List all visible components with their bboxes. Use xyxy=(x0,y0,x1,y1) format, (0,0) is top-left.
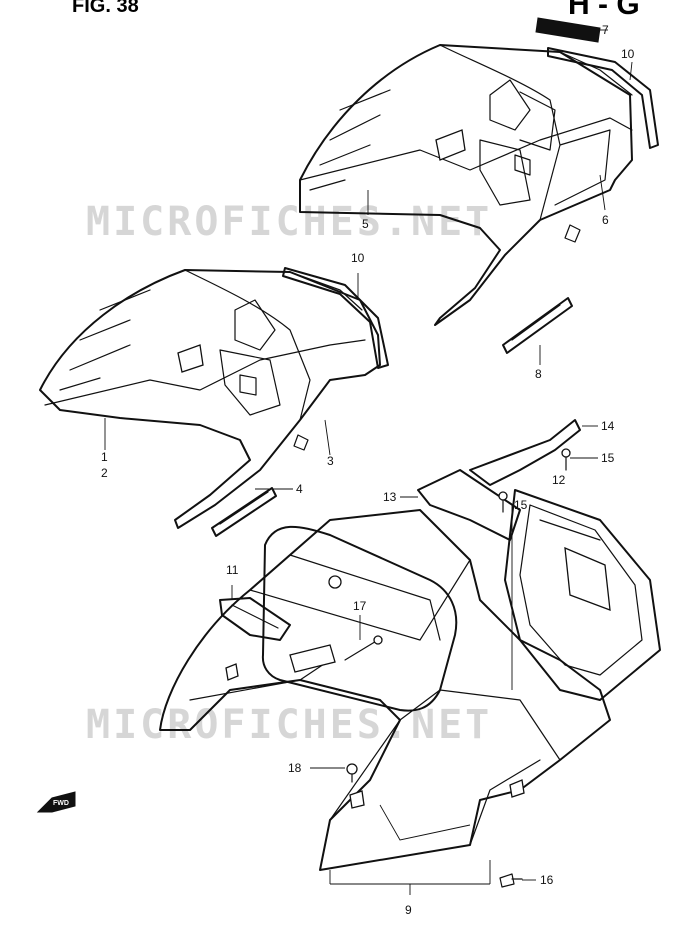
trim-strip-upper xyxy=(547,47,659,149)
seat-tail-cover-upper xyxy=(299,44,633,326)
callout-2: 2 xyxy=(101,466,108,480)
callout-13: 13 xyxy=(383,490,397,504)
emblem-7 xyxy=(535,17,601,43)
callout-11: 11 xyxy=(226,563,239,577)
corner-mark: H - G xyxy=(568,0,640,21)
callout-18: 18 xyxy=(288,761,302,775)
callout-17: 17 xyxy=(353,599,367,613)
callout-6: 6 xyxy=(602,213,609,227)
screw-16 xyxy=(499,873,523,888)
bracket-14 xyxy=(469,419,581,486)
screw-18 xyxy=(346,763,358,783)
callout-15-center: 15 xyxy=(514,498,528,512)
watermark-top: MICROFICHES.NET xyxy=(86,199,492,245)
callout-12: 12 xyxy=(552,473,566,487)
lamp-bracket-11 xyxy=(219,597,291,641)
callout-16: 16 xyxy=(540,873,554,887)
callout-3: 3 xyxy=(327,454,334,468)
callout-10-upper: 10 xyxy=(621,47,635,61)
fwd-arrow-icon: FWD xyxy=(36,791,76,813)
seat-tail-cover-left xyxy=(39,269,381,529)
callout-8: 8 xyxy=(535,367,542,381)
emblem-8 xyxy=(502,297,573,354)
carrier-frame xyxy=(504,489,661,701)
leader-lines xyxy=(104,29,633,895)
screw-15a xyxy=(561,448,571,471)
callout-9: 9 xyxy=(405,903,412,917)
callout-4: 4 xyxy=(296,482,303,496)
callout-1: 1 xyxy=(101,450,108,464)
bracket-13 xyxy=(417,469,521,541)
callout-14: 14 xyxy=(601,419,615,433)
callout-5: 5 xyxy=(362,217,369,231)
callout-15-right: 15 xyxy=(601,451,615,465)
tail-lamp-housing xyxy=(261,525,458,712)
callout-7: 7 xyxy=(602,23,609,37)
emblem-4 xyxy=(211,487,277,537)
figure-title: FIG. 38 xyxy=(72,0,139,17)
screw-17 xyxy=(344,635,383,661)
screw-15b xyxy=(498,491,508,513)
watermark-bottom: MICROFICHES.NET xyxy=(86,702,492,748)
callout-10-left: 10 xyxy=(351,251,365,265)
callout-labels: 1 2 3 4 5 6 7 8 9 10 10 11 12 13 14 15 1… xyxy=(101,23,635,917)
fwd-label: FWD xyxy=(53,800,69,807)
trim-strip-left xyxy=(282,267,389,369)
